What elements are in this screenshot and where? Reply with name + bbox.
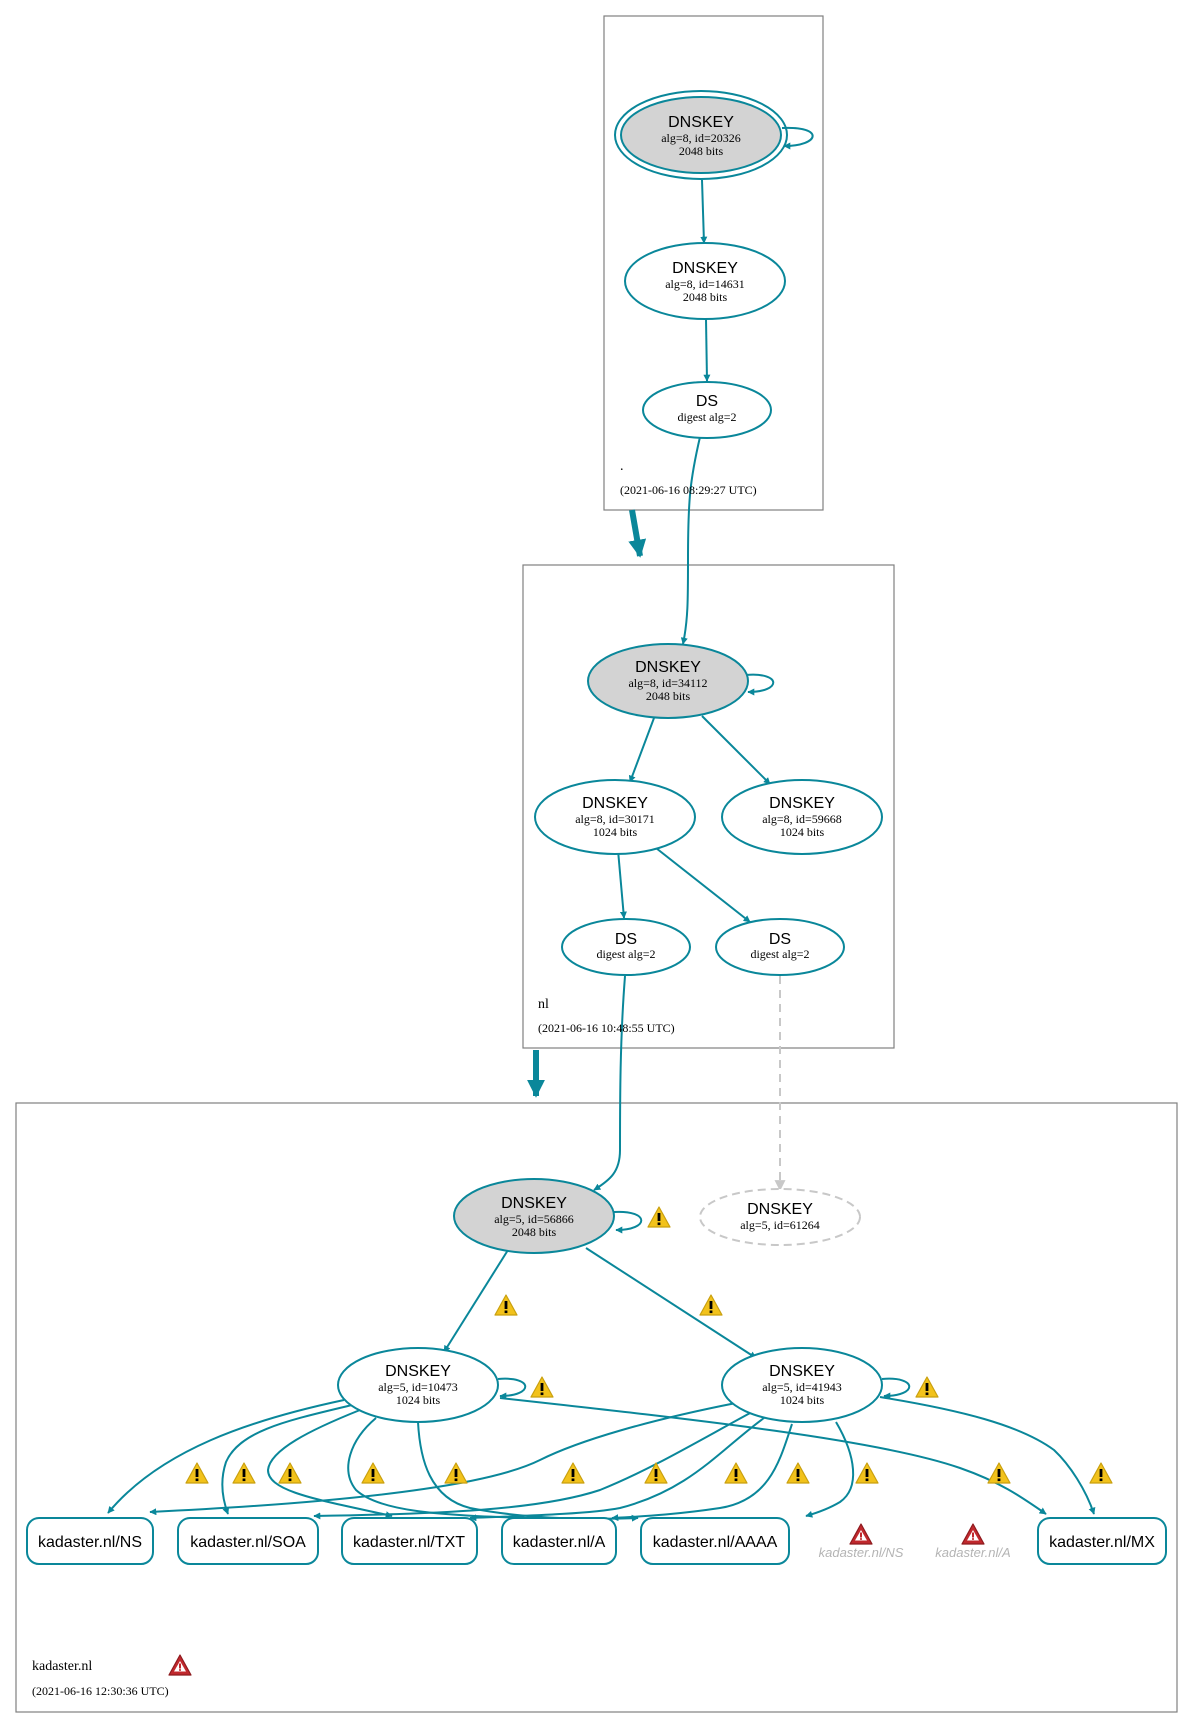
node-nl-ds2-detail: digest alg=2 (750, 947, 809, 961)
node-nl-ksk-type: DNSKEY (635, 659, 701, 676)
node-kad-ksk-type: DNSKEY (501, 1195, 567, 1212)
node-root-zsk[interactable]: DNSKEY alg=8, id=14631 2048 bits (624, 242, 786, 320)
rrset-soa-label: kadaster.nl/SOA (190, 1534, 306, 1551)
rrset-mx-label: kadaster.nl/MX (1049, 1534, 1155, 1551)
edge-nl-ds1-to-kad-ksk (593, 975, 626, 1191)
loop-kad-ksk (613, 1210, 643, 1234)
node-root-zsk-type: DNSKEY (672, 260, 738, 277)
rrset-a[interactable]: kadaster.nl/A (501, 1517, 617, 1565)
node-kad-missing-key[interactable]: DNSKEY alg=5, id=61264 (699, 1188, 861, 1246)
node-nl-ksk-detail: alg=8, id=34112 (628, 676, 707, 690)
zone-kadaster-name: kadaster.nl (32, 1659, 92, 1674)
edge-root-ds-to-nl-ksk (680, 436, 701, 645)
rrset-aaaa[interactable]: kadaster.nl/AAAA (640, 1517, 790, 1565)
node-nl-ds2-type: DS (769, 931, 791, 948)
node-kad-missing-detail: alg=5, id=61264 (740, 1218, 820, 1232)
edge-nl-ksk-to-zsk1 (628, 717, 655, 783)
rrset-ns-unsigned[interactable]: kadaster.nl/NS (819, 1523, 904, 1560)
node-kad-zsk1-type: DNSKEY (385, 1363, 451, 1380)
zone-root-name: . (620, 459, 624, 474)
zone-nl-name: nl (538, 997, 549, 1012)
edge-nl-zsk1-to-ds2 (655, 847, 751, 923)
edge-root-ksk-to-zsk (700, 179, 708, 244)
node-kad-zsk1-bits: 1024 bits (396, 1393, 441, 1407)
node-kad-zsk2-detail: alg=5, id=41943 (762, 1380, 842, 1394)
edge-kad-ksk-to-zsk1 (443, 1249, 509, 1353)
node-nl-zsk1-bits: 1024 bits (593, 825, 638, 839)
node-root-zsk-bits: 2048 bits (683, 290, 728, 304)
rrset-ns-label: kadaster.nl/NS (38, 1534, 142, 1551)
node-nl-ksk-bits: 2048 bits (646, 689, 691, 703)
node-nl-zsk1-type: DNSKEY (582, 795, 648, 812)
edge-nl-ksk-to-zsk2 (701, 715, 771, 785)
edge-kad-ksk-to-zsk2 (585, 1247, 757, 1359)
node-root-ksk-bits: 2048 bits (679, 144, 724, 158)
node-nl-ds2[interactable]: DS digest alg=2 (715, 918, 845, 976)
edge-zsk2-to-mx (879, 1396, 1096, 1515)
node-kad-ksk-bits: 2048 bits (512, 1225, 557, 1239)
node-nl-zsk2[interactable]: DNSKEY alg=8, id=59668 1024 bits (721, 779, 883, 855)
node-root-ds-detail: digest alg=2 (677, 410, 736, 424)
node-nl-ds1-type: DS (615, 931, 637, 948)
zone-root-timestamp: (2021-06-16 08:29:27 UTC) (620, 483, 757, 497)
rrset-a-unsigned[interactable]: kadaster.nl/A (935, 1523, 1011, 1560)
rrset-ns[interactable]: kadaster.nl/NS (26, 1517, 154, 1565)
edge-nl-zsk1-to-ds1 (617, 849, 627, 919)
node-nl-ds1[interactable]: DS digest alg=2 (561, 918, 691, 976)
edge-zsk2-to-a (611, 1423, 793, 1522)
node-root-ksk-type: DNSKEY (668, 114, 734, 131)
node-nl-ds1-detail: digest alg=2 (596, 947, 655, 961)
node-root-ksk[interactable]: DNSKEY alg=8, id=20326 2048 bits (614, 90, 788, 180)
edge-zsk2-to-aaaa (805, 1421, 854, 1518)
zone-nl-timestamp: (2021-06-16 10:48:55 UTC) (538, 1021, 675, 1035)
rrset-soa[interactable]: kadaster.nl/SOA (177, 1517, 319, 1565)
node-kad-ksk[interactable]: DNSKEY alg=5, id=56866 2048 bits (453, 1178, 615, 1254)
edge-zsk1-to-mx (499, 1397, 1047, 1515)
edge-zsk1-to-ns (107, 1399, 345, 1514)
rrset-ns-unsigned-label: kadaster.nl/NS (819, 1545, 904, 1560)
edge-zsk1-to-a (347, 1417, 527, 1522)
node-kad-zsk2-type: DNSKEY (769, 1363, 835, 1380)
node-nl-zsk1-detail: alg=8, id=30171 (575, 812, 655, 826)
node-kad-ksk-detail: alg=5, id=56866 (494, 1212, 574, 1226)
node-root-ksk-detail: alg=8, id=20326 (661, 131, 741, 145)
rrset-mx[interactable]: kadaster.nl/MX (1037, 1517, 1167, 1565)
edge-root-zsk-to-ds (703, 318, 711, 382)
loop-root-ksk (781, 126, 814, 150)
node-root-zsk-detail: alg=8, id=14631 (665, 277, 745, 291)
rrset-txt-label: kadaster.nl/TXT (353, 1534, 465, 1551)
node-kad-zsk1[interactable]: DNSKEY alg=5, id=10473 1024 bits (337, 1347, 499, 1423)
node-nl-ksk[interactable]: DNSKEY alg=8, id=34112 2048 bits (587, 643, 749, 719)
rrset-aaaa-label: kadaster.nl/AAAA (653, 1534, 778, 1551)
loop-kad-zsk2 (881, 1377, 911, 1400)
node-nl-zsk2-type: DNSKEY (769, 795, 835, 812)
node-kad-zsk2-bits: 1024 bits (780, 1393, 825, 1407)
rrset-txt[interactable]: kadaster.nl/TXT (341, 1517, 478, 1565)
loop-nl-ksk (745, 673, 775, 696)
node-kad-zsk2[interactable]: DNSKEY alg=5, id=41943 1024 bits (721, 1347, 883, 1423)
node-kad-missing-type: DNSKEY (747, 1201, 813, 1218)
node-root-ds-type: DS (696, 393, 718, 410)
rrset-a-label: kadaster.nl/A (513, 1534, 606, 1551)
edge-zsk2-to-txt (469, 1417, 765, 1522)
loop-kad-zsk1 (497, 1377, 527, 1400)
edge-zsk1-to-txt (266, 1409, 393, 1519)
node-nl-zsk1[interactable]: DNSKEY alg=8, id=30171 1024 bits (534, 779, 696, 855)
delegation-root-to-nl (628, 509, 647, 558)
node-root-ds[interactable]: DS digest alg=2 (642, 381, 772, 439)
node-nl-zsk2-detail: alg=8, id=59668 (762, 812, 842, 826)
node-kad-zsk1-detail: alg=5, id=10473 (378, 1380, 458, 1394)
edge-zsk1-to-soa (221, 1404, 353, 1515)
edge-zsk2-to-ns (149, 1402, 737, 1516)
node-nl-zsk2-bits: 1024 bits (780, 825, 825, 839)
rrset-a-unsigned-label: kadaster.nl/A (935, 1545, 1010, 1560)
zone-kadaster-timestamp: (2021-06-16 12:30:36 UTC) (32, 1684, 169, 1698)
edge-zsk2-to-soa (313, 1411, 753, 1520)
